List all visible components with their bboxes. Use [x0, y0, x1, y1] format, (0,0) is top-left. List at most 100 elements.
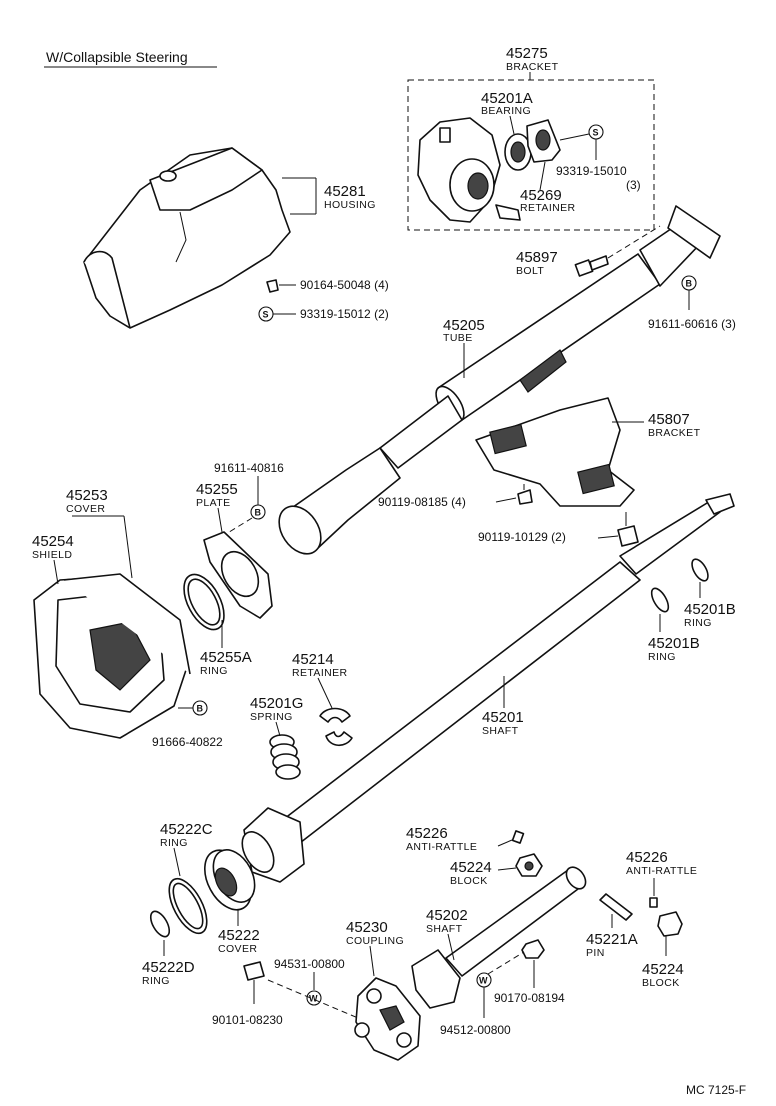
svg-text:45222: 45222 [218, 927, 260, 944]
svg-text:RING: RING [160, 837, 188, 849]
svg-text:91611-40816: 91611-40816 [214, 461, 284, 475]
bearing-45201a-part[interactable] [504, 133, 532, 171]
bolt-45897-part[interactable] [574, 255, 609, 277]
block-left-label: 45224 BLOCK [450, 859, 517, 887]
ring-45255a-label: 45255A RING [200, 620, 252, 677]
svg-text:HOUSING: HOUSING [324, 199, 376, 211]
svg-text:94531-00800: 94531-00800 [274, 957, 345, 971]
bracket-45807-part[interactable] [475, 397, 635, 507]
svg-text:RETAINER: RETAINER [520, 202, 576, 214]
anti-rattle-left-part[interactable] [511, 830, 525, 844]
spring-45201g-part[interactable] [269, 734, 301, 780]
svg-text:BRACKET: BRACKET [648, 427, 701, 439]
tube-45205-part[interactable] [271, 205, 721, 562]
svg-text:PIN: PIN [586, 947, 605, 959]
anti-rattle-left-label: 45226 ANTI-RATTLE [406, 825, 513, 853]
svg-text:45201A: 45201A [481, 90, 533, 107]
cover-45222-label: 45222 COVER [218, 910, 260, 955]
retainer-45214-label: 45214 RETAINER [292, 651, 348, 709]
svg-text:45222C: 45222C [160, 821, 213, 838]
svg-text:90170-08194: 90170-08194 [494, 991, 565, 1005]
svg-text:TUBE: TUBE [443, 332, 473, 344]
svg-text:91611-60616 (3): 91611-60616 (3) [648, 317, 736, 331]
nut-90170-part[interactable] [521, 939, 545, 959]
plate-45255-part[interactable] [203, 531, 273, 619]
screw-90119-10129-part[interactable] [617, 512, 639, 547]
pin-45221a-label: 45221A PIN [586, 914, 638, 959]
block-left-part[interactable] [515, 853, 543, 877]
bracket-45275-part[interactable] [417, 117, 521, 223]
svg-text:45224: 45224 [450, 859, 492, 876]
svg-text:45205: 45205 [443, 317, 485, 334]
ring-45222c-part[interactable] [162, 873, 215, 939]
svg-text:(3): (3) [626, 178, 641, 192]
shaft-45201-part[interactable] [236, 493, 735, 883]
block-right-label: 45224 BLOCK [642, 936, 684, 989]
coupling-45230-part[interactable] [354, 977, 421, 1061]
spring-45201g-label: 45201G SPRING [250, 695, 303, 737]
svg-text:90119-08185 (4): 90119-08185 (4) [378, 495, 466, 509]
svg-text:45224: 45224 [642, 961, 684, 978]
svg-text:90101-08230: 90101-08230 [212, 1013, 283, 1027]
svg-text:45201: 45201 [482, 709, 524, 726]
cover-shield-part[interactable] [33, 573, 191, 739]
svg-text:45222D: 45222D [142, 959, 195, 976]
block-right-part[interactable] [657, 911, 683, 937]
ring-45255a-part[interactable] [176, 568, 232, 636]
svg-text:90119-10129 (2): 90119-10129 (2) [478, 530, 566, 544]
svg-text:45253: 45253 [66, 487, 108, 504]
svg-text:45269: 45269 [520, 187, 562, 204]
svg-text:93319-15012 (2): 93319-15012 (2) [300, 307, 389, 321]
svg-text:COVER: COVER [218, 943, 257, 955]
svg-text:BEARING: BEARING [481, 105, 531, 117]
svg-text:RING: RING [200, 665, 228, 677]
bolt-91611-40816-label: 91611-40816 B [214, 461, 284, 535]
svg-text:B: B [255, 508, 262, 518]
svg-text:BOLT: BOLT [516, 265, 544, 277]
housing-45281-label: 45281 HOUSING [282, 177, 376, 215]
svg-text:RING: RING [648, 651, 676, 663]
shield-45254-label: 45254 SHIELD [32, 533, 74, 585]
svg-text:45255: 45255 [196, 481, 238, 498]
svg-text:45226: 45226 [406, 825, 448, 842]
screw-90164-part[interactable] [266, 279, 279, 293]
pin-45221a-part[interactable] [599, 893, 633, 921]
retainer-45269-part[interactable] [526, 119, 561, 163]
svg-text:45275: 45275 [506, 45, 548, 62]
ring-45222c-label: 45222C RING [160, 821, 213, 877]
svg-text:RETAINER: RETAINER [292, 667, 348, 679]
anti-rattle-right-part[interactable] [649, 897, 658, 908]
svg-text:45202: 45202 [426, 907, 468, 924]
housing-45281-part[interactable] [83, 147, 291, 329]
svg-text:45201G: 45201G [250, 695, 303, 712]
ring-45201b-right-part[interactable] [689, 557, 711, 584]
svg-text:SHIELD: SHIELD [32, 549, 72, 561]
svg-text:COVER: COVER [66, 503, 105, 515]
svg-text:SHAFT: SHAFT [482, 725, 519, 737]
plate-45255-label: 45255 PLATE [196, 481, 238, 533]
svg-text:SHAFT: SHAFT [426, 923, 463, 935]
cover-45222-part[interactable] [195, 842, 263, 917]
svg-text:S: S [263, 310, 269, 320]
svg-text:45226: 45226 [626, 849, 668, 866]
bracket-45807-label: 45807 BRACKET [612, 411, 701, 439]
retainer-45214-part[interactable] [319, 707, 353, 747]
bolt-91666-label: B 91666-40822 [152, 700, 223, 749]
svg-text:45201B: 45201B [648, 635, 700, 652]
ring-45201b-left-part[interactable] [648, 586, 671, 615]
svg-text:45897: 45897 [516, 249, 558, 266]
svg-text:B: B [197, 704, 204, 714]
bearing-45201a-label: 45201A BEARING [481, 90, 533, 135]
svg-text:45221A: 45221A [586, 931, 638, 948]
screw-90119-08185-part[interactable] [517, 484, 533, 505]
screw-90119-10129-label: 90119-10129 (2) [478, 530, 619, 544]
bolt-90101-part[interactable] [243, 961, 265, 1004]
shaft-45202-label: 45202 SHAFT [426, 907, 468, 961]
shaft-45202-part[interactable] [411, 864, 590, 1009]
bracket-group-box [407, 79, 655, 231]
svg-text:90164-50048 (4): 90164-50048 (4) [300, 278, 389, 292]
ring-45222d-part[interactable] [147, 908, 173, 939]
drawing-code: MC 7125-F [686, 1083, 746, 1097]
